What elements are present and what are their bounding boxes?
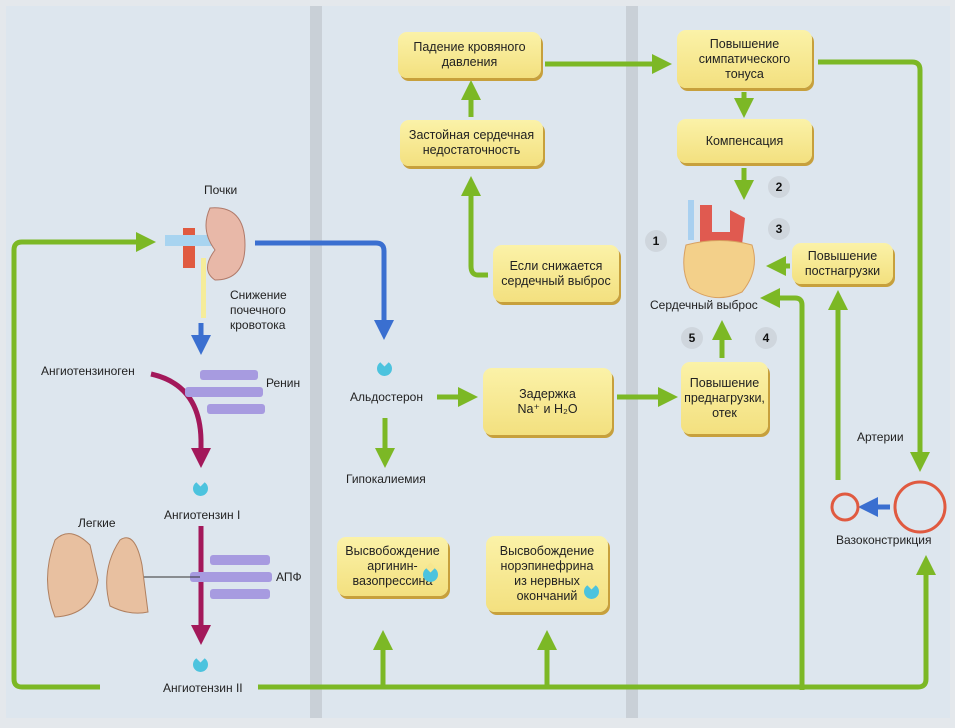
label-kidneys: Почки bbox=[204, 183, 238, 197]
label-renin: Ренин bbox=[266, 376, 301, 390]
step-number-1: 1 bbox=[645, 230, 667, 252]
molecule-icon bbox=[423, 567, 438, 582]
aldosterone-molecule-icon bbox=[377, 361, 392, 376]
step-number-3: 3 bbox=[768, 218, 790, 240]
molecule-icon bbox=[584, 584, 599, 599]
label-lungs: Легкие bbox=[78, 516, 116, 530]
arrow-ang2-feedback-kidney bbox=[11, 232, 156, 690]
label-cardiac-output: Сердечный выброс bbox=[650, 298, 758, 312]
artery-narrow-icon bbox=[830, 492, 860, 522]
arrow-kidney-to-aldosterone bbox=[255, 240, 394, 340]
heart-icon bbox=[683, 200, 755, 299]
arrow-ang2-main-bus bbox=[258, 555, 936, 690]
artery-wide-icon bbox=[893, 480, 947, 534]
arrow-output-to-chf bbox=[461, 176, 488, 278]
box-low-cardiac-output: Если снижается сердечный выброс bbox=[493, 245, 619, 302]
box-preload-increase: Повышение преднагрузки, отек bbox=[681, 362, 768, 434]
step-number-5: 5 bbox=[681, 327, 703, 349]
label-angiotensinogen: Ангиотензиноген bbox=[41, 364, 135, 378]
ace-enzyme-icon bbox=[190, 555, 272, 599]
box-vasopressin-release: Высвобождение аргинин- вазопрессина bbox=[337, 537, 448, 596]
label-ace: АПФ bbox=[276, 570, 302, 584]
label-vasoconstriction: Вазоконстрикция bbox=[836, 533, 932, 547]
box-congestive-failure: Застойная сердечная недостаточность bbox=[400, 120, 543, 166]
step-number-4: 4 bbox=[755, 327, 777, 349]
panel-divider bbox=[626, 6, 638, 718]
label-aldosterone: Альдостерон bbox=[350, 390, 423, 404]
panel-divider bbox=[310, 6, 322, 718]
label-angiotensin-2: Ангиотензин II bbox=[163, 681, 243, 695]
angiotensin-2-molecule-icon bbox=[193, 657, 208, 672]
box-afterload-increase: Повышение постнагрузки bbox=[792, 243, 893, 284]
label-hypokalemia: Гипокалиемия bbox=[346, 472, 426, 486]
angiotensin-1-molecule-icon bbox=[193, 481, 208, 496]
box-sodium-water-retention: Задержка Na⁺ и H₂O bbox=[483, 368, 612, 435]
box-blood-pressure-drop: Падение кровяного давления bbox=[398, 32, 541, 78]
box-norepinephrine-release: Высвобождение норэпинефрина из нервных о… bbox=[486, 536, 608, 612]
box-sympathetic-tone: Повышение симпатического тонуса bbox=[677, 30, 812, 88]
label-arteries: Артерии bbox=[857, 430, 904, 444]
arrow-angiotensinogen-to-ang1 bbox=[150, 371, 211, 468]
kidney-icon bbox=[165, 207, 246, 318]
arrow-sympathetic-to-vasoconstriction bbox=[818, 59, 930, 472]
label-renal-flow-decrease: Снижение почечного кровотока bbox=[230, 288, 287, 332]
lungs-icon bbox=[47, 533, 149, 618]
arrow-bottom-to-heart bbox=[760, 288, 805, 690]
label-angiotensin-1: Ангиотензин I bbox=[164, 508, 241, 522]
box-compensation: Компенсация bbox=[677, 119, 812, 163]
step-number-2: 2 bbox=[768, 176, 790, 198]
renin-enzyme-icon bbox=[185, 370, 265, 414]
